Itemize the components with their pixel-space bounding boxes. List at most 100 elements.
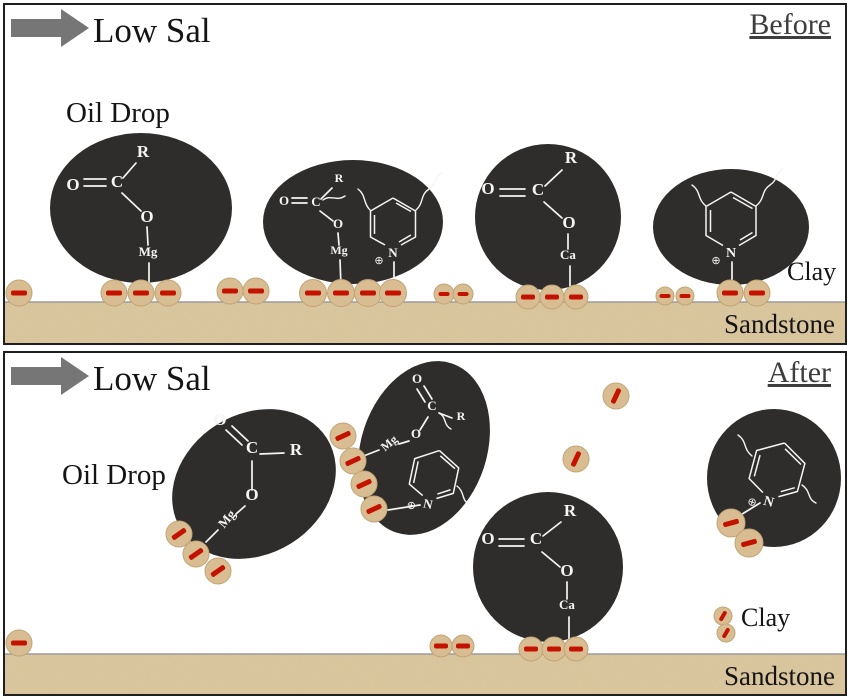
- carboxylate-structure: O C R O Mg: [66, 142, 158, 288]
- state-label-before: Before: [749, 8, 831, 41]
- oil-drop-label: Oil Drop: [62, 459, 166, 491]
- atom-C: C: [111, 172, 123, 191]
- atom-O: O: [245, 485, 258, 504]
- atom-O: O: [411, 426, 421, 441]
- clay-particle: [655, 286, 675, 306]
- clay-particle: [5, 279, 33, 307]
- pyridinium-ring: N ⊕: [322, 172, 443, 288]
- sandstone-texture: [5, 302, 845, 343]
- oil-drop-body: [358, 361, 490, 535]
- sandstone-label: Sandstone: [724, 309, 835, 339]
- clay-particle: [360, 495, 388, 523]
- group-R: R: [457, 409, 466, 423]
- clay-particle: [165, 520, 193, 548]
- clay-particle: [563, 284, 589, 310]
- sandstone-label: Sandstone: [724, 661, 835, 691]
- clay-particle: [734, 528, 764, 558]
- carboxylate-structure: O C R O Ca: [481, 501, 577, 655]
- atom-C: C: [311, 194, 320, 209]
- clay-particle: [716, 508, 746, 538]
- oil-drop-mg-carboxylate: O C R O Mg: [50, 133, 232, 288]
- ion-Mg: Mg: [330, 243, 347, 257]
- oil-drop-body: [50, 133, 232, 283]
- clay-particle: [327, 279, 355, 307]
- group-R: R: [290, 440, 303, 459]
- before-scene: O C R O Mg O C: [5, 9, 845, 343]
- atom-O: O: [333, 216, 343, 231]
- clay-particle: [451, 634, 475, 658]
- flow-arrow-icon: [11, 357, 89, 395]
- atom-O: O: [560, 561, 573, 580]
- clay-particle: [429, 634, 453, 658]
- clay-particle: [379, 279, 407, 307]
- clay-particles: [5, 277, 771, 310]
- atom-C: C: [530, 529, 542, 548]
- carboxylate-structure: O C R O Mg: [360, 371, 466, 458]
- oil-drop-pyridinium: N ⊕: [653, 168, 809, 289]
- oil-drop-mg-carboxylate-detached: O C R O Mg: [165, 409, 336, 585]
- clay-particle: [515, 284, 541, 310]
- clay-particle: [541, 636, 567, 662]
- clay-particle: [563, 636, 589, 662]
- atom-N: N: [388, 245, 398, 260]
- clay-particle: [716, 623, 736, 643]
- oil-drop-pyridinium-detached: N ⊕: [707, 409, 841, 558]
- atom-N: N: [422, 496, 435, 513]
- clay-particle: [539, 284, 565, 310]
- clay-particle: [339, 447, 367, 475]
- after-scene: O C R O Mg: [5, 357, 845, 694]
- clay-particle: [716, 279, 744, 307]
- state-label-after: After: [767, 356, 831, 389]
- ion-Ca: Ca: [560, 247, 576, 262]
- group-R: R: [137, 142, 150, 161]
- clay-particle: [182, 540, 210, 568]
- clay-particle: [216, 277, 244, 305]
- clay-particle: [127, 279, 155, 307]
- atom-O: O: [213, 410, 226, 429]
- atom-C: C: [532, 180, 544, 199]
- atom-O: O: [562, 213, 575, 232]
- atom-O: O: [412, 371, 422, 386]
- atom-O: O: [279, 193, 289, 208]
- group-R: R: [564, 501, 577, 520]
- sandstone-texture: [5, 654, 845, 694]
- carboxylate-structure: O C R O Ca: [481, 148, 578, 303]
- atom-C: C: [427, 398, 436, 413]
- plus-charge-icon: ⊕: [711, 255, 720, 267]
- oil-drop-body: [475, 144, 621, 290]
- flow-label: Low Sal: [93, 359, 211, 398]
- atom-O: O: [66, 175, 79, 194]
- clay-particle: [562, 445, 590, 473]
- pyridinium-ring: N ⊕: [746, 442, 806, 511]
- plus-charge-icon: ⊕: [374, 255, 383, 267]
- clay-particle: [242, 277, 270, 305]
- carboxylate-structure: O C R O Mg: [279, 171, 348, 288]
- clay-particle: [354, 279, 382, 307]
- oil-drop-ca-carboxylate-attached: O C R O Ca: [473, 492, 623, 655]
- clay-particle: [675, 286, 695, 306]
- clay-particles: [5, 606, 736, 662]
- oil-drop-body: [473, 492, 623, 642]
- atom-O: O: [140, 207, 153, 226]
- clay-particle: [5, 629, 33, 657]
- sandstone-layer: [5, 653, 845, 694]
- oil-drop-ca-carboxylate: O C R O Ca: [475, 144, 621, 303]
- oil-drop-mg-and-pyridinium-detached: O C R O Mg N ⊕: [329, 361, 490, 535]
- clay-label: Clay: [741, 603, 791, 632]
- clay-particle: [433, 283, 455, 305]
- clay-particle: [350, 470, 378, 498]
- oil-drop-body: [263, 160, 443, 284]
- clay-particle: [602, 382, 630, 410]
- clay-particle: [743, 279, 771, 307]
- atom-O: O: [481, 179, 494, 198]
- panel-before: O C R O Mg O C: [3, 3, 847, 345]
- oil-drop-label: Oil Drop: [66, 97, 170, 129]
- atom-O: O: [481, 529, 494, 548]
- oil-drop-body: [172, 409, 336, 559]
- clay-particle: [154, 279, 182, 307]
- clay-particle: [329, 422, 357, 450]
- atom-N: N: [762, 494, 776, 511]
- flow-arrow-icon: [11, 9, 89, 47]
- ion-Ca: Ca: [559, 597, 575, 612]
- clay-label: Clay: [787, 257, 837, 286]
